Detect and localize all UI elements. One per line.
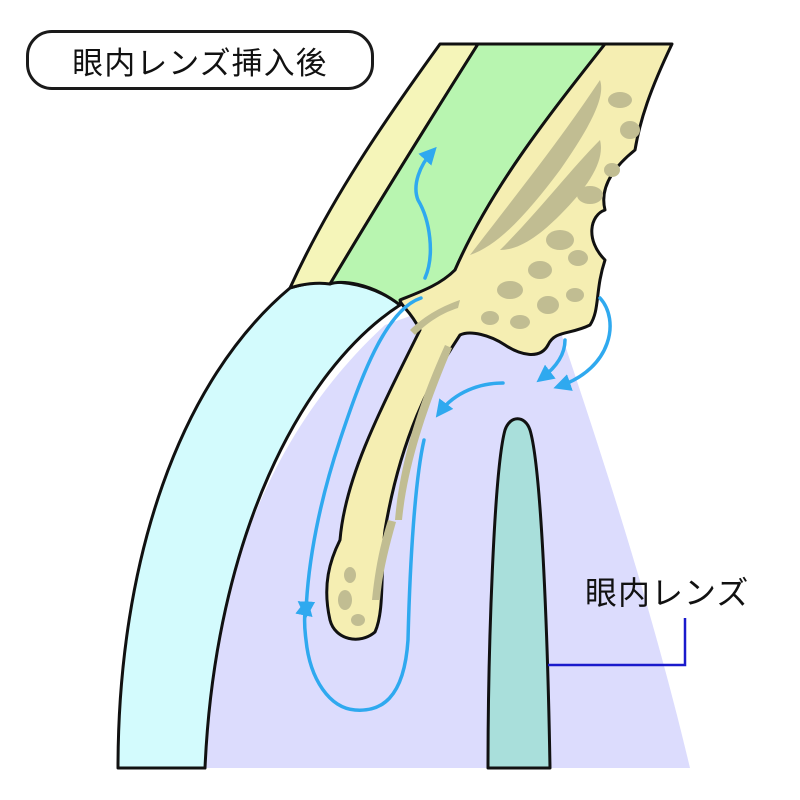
flow-arrow-icon — [536, 338, 567, 383]
flow-arrow-icon — [297, 296, 423, 619]
flow-arrow-icon — [435, 381, 505, 418]
iol-leader-line — [548, 618, 687, 667]
aqueous-flow-arrows — [295, 146, 612, 712]
flow-arrow-icon — [553, 296, 612, 391]
intraocular-lens — [486, 417, 552, 770]
page-title: 眼内レンズ挿入後 — [26, 30, 374, 90]
flow-arrow-icon — [414, 146, 437, 280]
iol-label: 眼内レンズ — [585, 574, 750, 612]
tissue-pores — [338, 80, 640, 626]
flow-arrow-icon — [295, 438, 426, 712]
anterior-chamber — [205, 300, 690, 768]
